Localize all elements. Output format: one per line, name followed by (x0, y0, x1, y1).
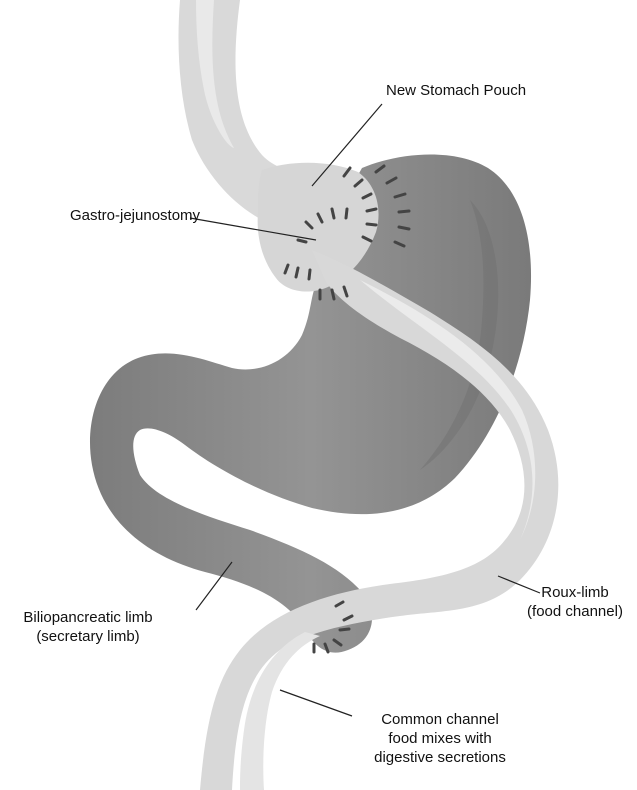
leader-common-channel (280, 690, 352, 716)
label-new-stomach-pouch: New Stomach Pouch (386, 81, 526, 100)
label-common-channel-line3: digestive secretions (360, 748, 520, 767)
label-biliopancreatic-limb: Biliopancreatic limb (secretary limb) (8, 608, 168, 646)
label-roux-limb-title: Roux-limb (520, 583, 630, 602)
label-roux-limb-sub: (food channel) (520, 602, 630, 621)
label-biliopancreatic-limb-sub: (secretary limb) (8, 627, 168, 646)
label-biliopancreatic-limb-title: Biliopancreatic limb (8, 608, 168, 627)
label-common-channel-line1: Common channel (360, 710, 520, 729)
label-common-channel-line2: food mixes with (360, 729, 520, 748)
label-common-channel: Common channel food mixes with digestive… (360, 710, 520, 767)
label-gastro-jejunostomy: Gastro-jejunostomy (70, 206, 200, 225)
label-roux-limb: Roux-limb (food channel) (520, 583, 630, 621)
